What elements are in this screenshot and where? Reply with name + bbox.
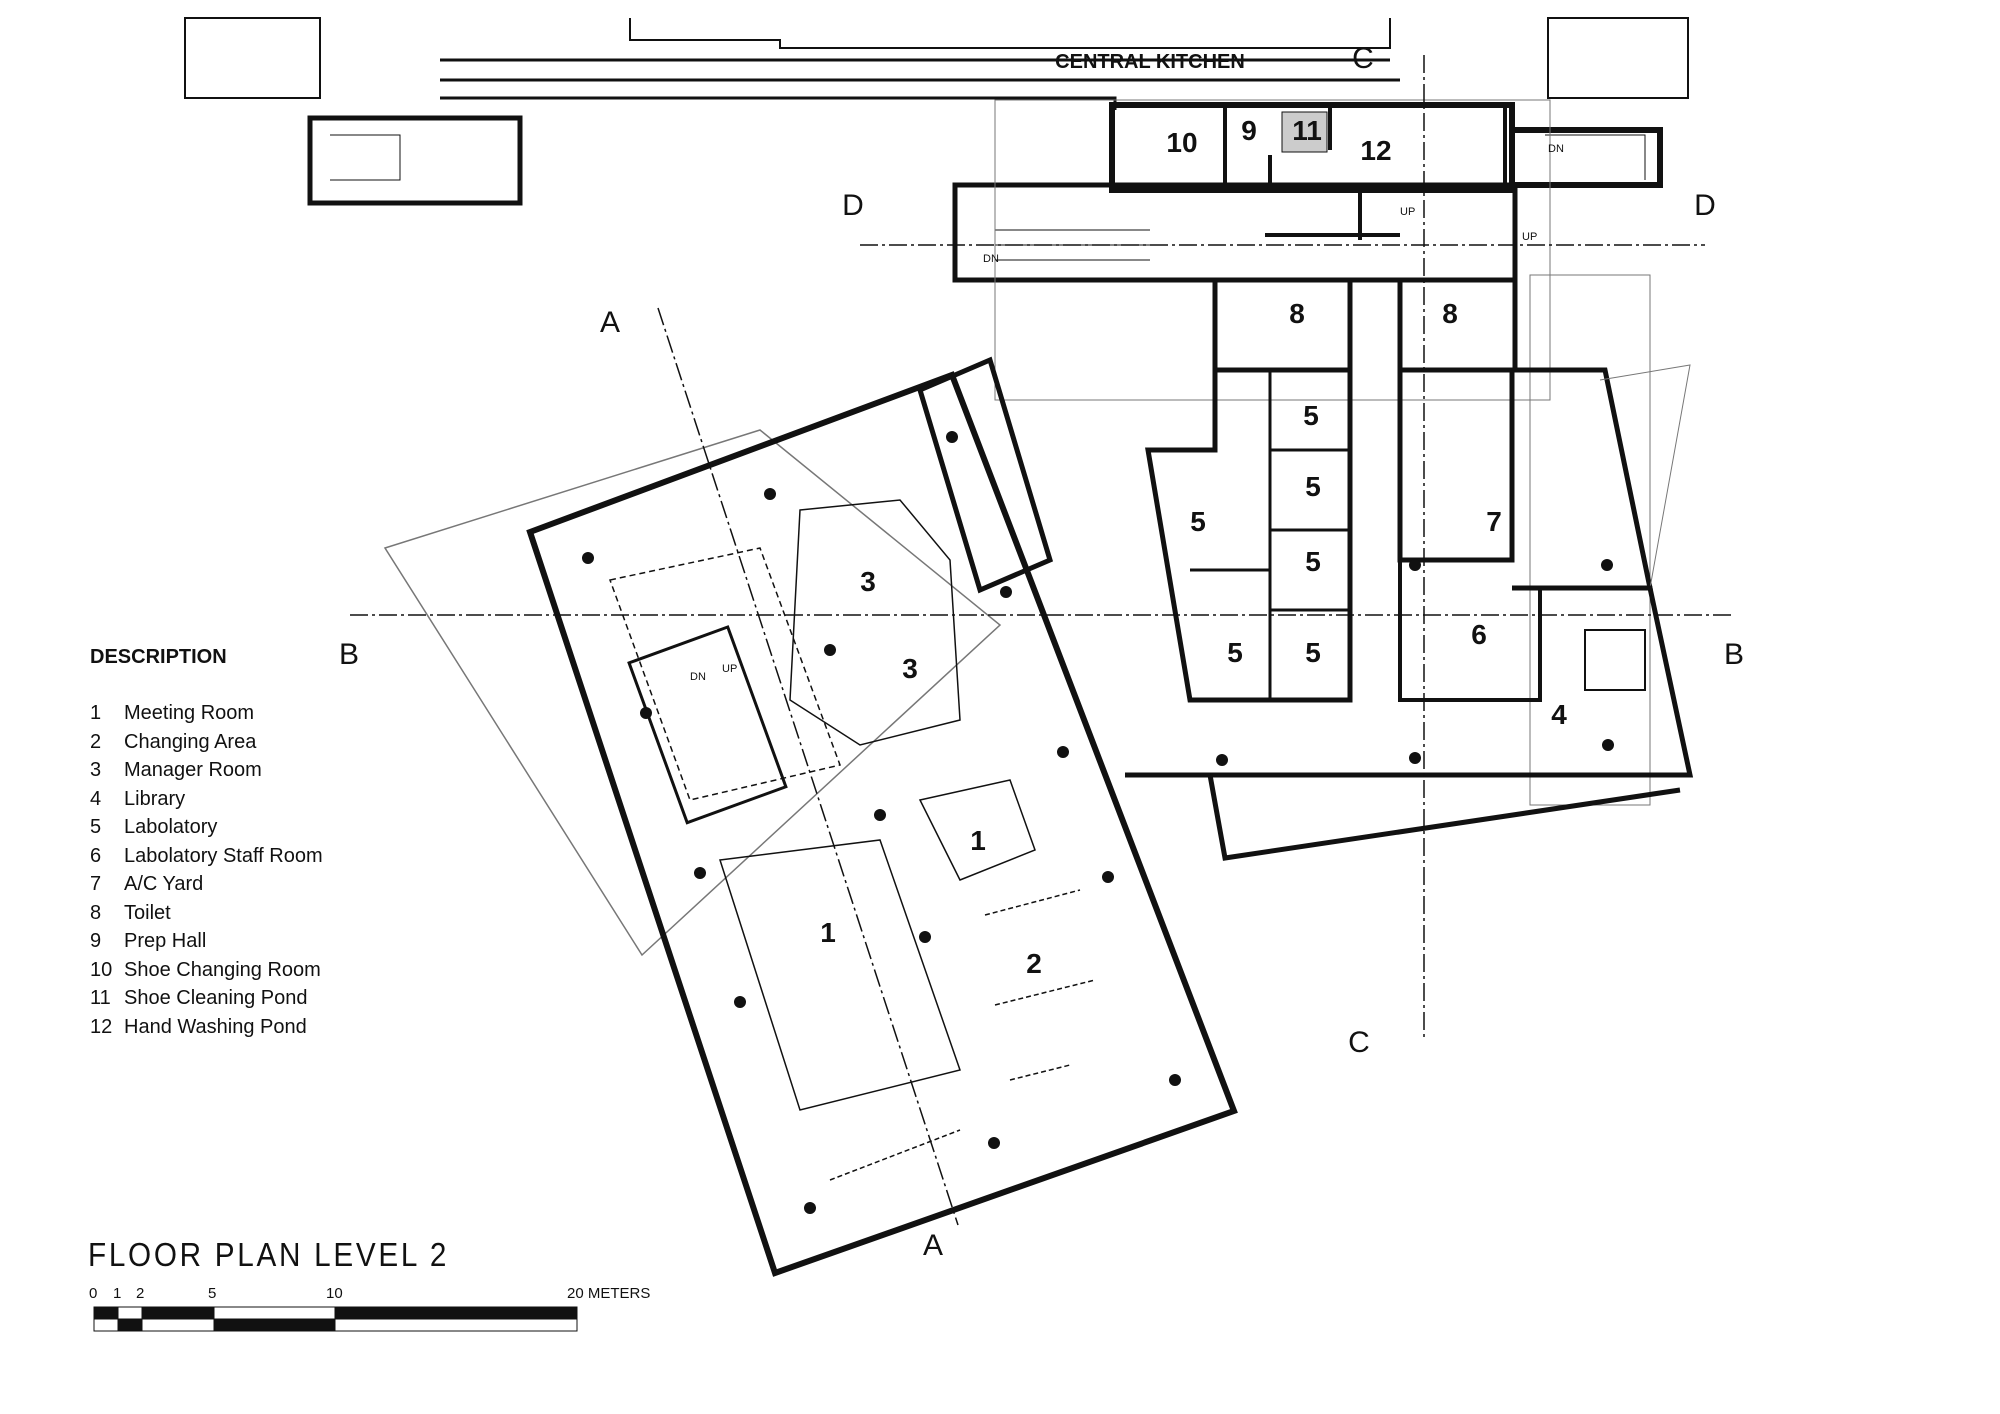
room-5-d: 5 [1305,546,1321,577]
right-up-label: UP [1522,231,1537,243]
room-3-a: 3 [860,566,876,597]
legend-label: Hand Washing Pond [124,1015,307,1038]
legend-item: 3 Manager Room [90,756,323,785]
legend-num: 8 [90,901,102,924]
section-mark-c-top: C [1352,42,1374,75]
legend-item: 12 Hand Washing Pond [90,1013,323,1042]
legend-label: Prep Hall [124,930,207,952]
scale-tick-1: 1 [113,1285,122,1302]
room-8-left: 8 [1289,298,1305,329]
stair-up-label: UP [722,663,737,675]
room-5-f: 5 [1305,637,1321,668]
room-6: 6 [1471,619,1487,650]
legend-label: Changing Area [124,730,257,753]
room-1-a: 1 [970,825,986,856]
room-12: 12 [1360,135,1391,166]
legend-num: 12 [90,1015,113,1038]
legend-num: 11 [90,987,111,1009]
legend-item: 4 Library [90,785,323,814]
legend-num: 4 [90,787,102,810]
kitchen-rooms [1109,102,1515,193]
legend-num: 10 [90,958,113,981]
section-mark-a-top: A [600,306,620,339]
section-mark-b-right: B [1724,638,1744,671]
section-mark-d-right: D [1694,189,1716,222]
legend-item: 9 Prep Hall [90,927,323,956]
legend-num: 1 [90,702,102,724]
stair-left-top [184,17,321,99]
corridor-dn-label: DN [983,253,999,265]
room-7: 7 [1486,506,1502,537]
legend-item: 5 Labolatory [90,813,323,842]
legend-label: Labolatory [124,816,218,838]
scale-bar [93,1306,578,1332]
room-5-c: 5 [1190,506,1206,537]
corridor [952,182,1518,283]
section-mark-a-bottom: A [923,1229,943,1262]
room-11: 11 [1292,115,1322,146]
legend-item: 7 A/C Yard [90,870,323,899]
columns [582,431,1614,1214]
room-10: 10 [1166,127,1197,158]
legend-num: 3 [90,759,102,781]
legend-item: 10 Shoe Changing Room [90,956,323,985]
legend-num: 2 [90,730,102,753]
main-hall-walls [526,371,1238,1277]
stair-dn-label: DN [690,671,706,683]
scale-tick-0: 0 [89,1285,98,1302]
right-dn-label: DN [1548,143,1564,155]
lab-block [1125,277,1694,861]
legend-label: Library [124,787,186,810]
room-5-a: 5 [1303,400,1319,431]
room-5-b: 5 [1305,471,1321,502]
section-lines [350,55,1735,1226]
legend-num: 7 [90,873,102,895]
stair-right-top [1547,17,1689,99]
legend-item: 6 Labolatory Staff Room [90,842,323,871]
central-kitchen-label: CENTRAL KITCHEN [1055,51,1245,73]
scale-tick-20: 20 METERS [567,1285,651,1302]
description-legend: DESCRIPTION 1 Meeting Room 2 Changing Area… [90,646,323,1041]
scale-tick-10: 10 [326,1285,343,1302]
legend-item: 8 Toilet [90,899,323,928]
legend-label: Shoe Cleaning Pond [124,987,308,1009]
room-2: 2 [1026,948,1042,979]
legend-label: Shoe Changing Room [124,958,321,981]
room-9: 9 [1241,115,1257,146]
scale-tick-2: 2 [136,1285,145,1302]
stair-left [307,115,523,206]
corridor-up-label: UP [1400,206,1415,218]
legend-heading: DESCRIPTION [90,646,227,668]
legend-label: Manager Room [124,759,262,781]
room-8-right: 8 [1442,298,1458,329]
existing-building [184,17,1689,806]
toilet-left [1212,277,1353,373]
section-mark-b-left: B [339,638,359,671]
section-mark-d-left: D [842,189,864,222]
main-hall [383,356,1614,1277]
legend-num: 5 [90,816,102,838]
stair-core [627,625,788,825]
room-4: 4 [1551,699,1567,730]
legend-label: Meeting Room [124,702,255,724]
plan-title: FLOOR PLAN LEVEL 2 [88,1236,450,1273]
legend-label: A/C Yard [124,873,204,895]
legend-item: 1 Meeting Room [90,699,323,728]
scale-tick-5: 5 [208,1285,217,1302]
shoe-cleaning-pond [1281,111,1328,153]
section-mark-c-bottom: C [1348,1026,1370,1059]
section-line-a [657,307,959,1226]
room-3-b: 3 [902,653,918,684]
legend-label: Labolatory Staff Room [124,844,323,867]
room-5-e: 5 [1227,637,1243,668]
room-1-b: 1 [820,917,836,948]
legend-num: 6 [90,844,102,867]
legend-item: 11 Shoe Cleaning Pond [90,984,323,1013]
room-numbers: 10 9 11 12 8 8 5 5 5 5 5 5 7 6 4 3 3 1 1… [820,115,1567,979]
legend-item: 2 Changing Area [90,728,323,757]
legend-num: 9 [90,930,102,952]
legend-label: Toilet [124,901,171,924]
